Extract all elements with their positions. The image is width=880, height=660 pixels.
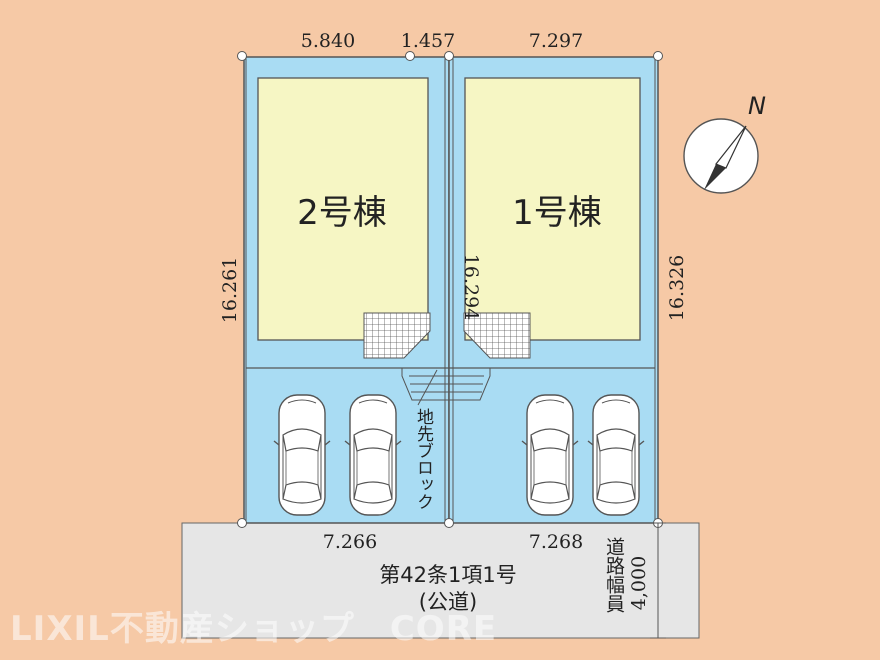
dim-top-right: 7.297 — [529, 30, 583, 52]
road-width-bracket — [650, 522, 666, 639]
car-1 — [273, 394, 331, 516]
dim-right-side: 16.326 — [666, 255, 688, 321]
building-1 — [464, 77, 641, 341]
entrance-2 — [363, 312, 431, 359]
dim-top-mid: 1.457 — [401, 30, 455, 52]
dim-top-left: 5.840 — [301, 30, 355, 52]
dim-center-line: 16.294 — [460, 254, 482, 320]
road-width-value: 4,000 — [628, 556, 650, 610]
north-compass-icon: N — [683, 92, 766, 194]
road-public-label: (公道) — [419, 590, 477, 614]
entrance-1 — [463, 312, 531, 359]
lot-1-label: 1号棟 — [512, 193, 602, 233]
dim-bottom-left: 7.266 — [323, 531, 377, 553]
car-2 — [344, 394, 402, 516]
car-4 — [587, 394, 645, 516]
lot-2-label: 2号棟 — [297, 193, 387, 233]
boundary-markers — [237, 51, 663, 528]
road-width-label: 道路幅員 — [603, 537, 625, 613]
dim-bottom-right: 7.268 — [529, 531, 583, 553]
road — [181, 522, 700, 639]
car-3 — [521, 394, 579, 516]
compass-north-label: N — [748, 92, 766, 120]
steps — [401, 368, 491, 401]
watermark: LIXIL不動産ショップ CORE — [10, 609, 497, 649]
block-leader-line — [417, 369, 438, 406]
block-label: 地先ブロック — [413, 408, 434, 510]
dim-left-side: 16.261 — [219, 257, 241, 323]
road-type-label: 第42条1項1号 — [379, 563, 516, 587]
building-2 — [257, 77, 429, 341]
